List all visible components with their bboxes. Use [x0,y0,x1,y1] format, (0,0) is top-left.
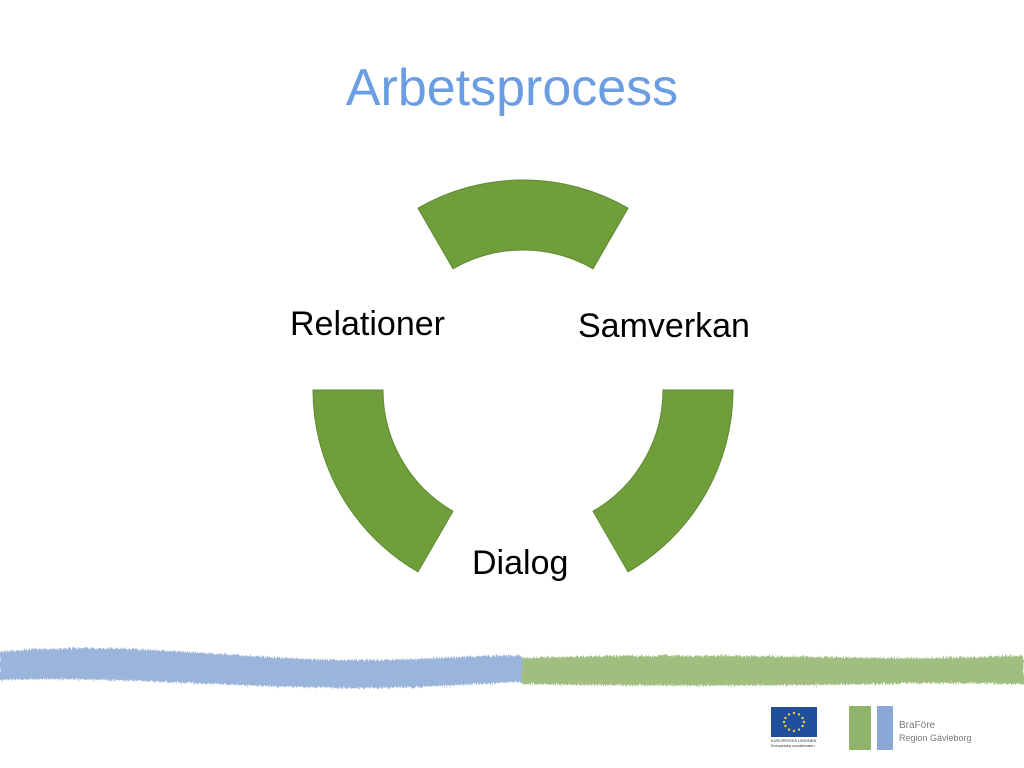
brafore-region: Region Gävleborg [899,733,972,743]
slide-title: Arbetsprocess [345,59,679,117]
cycle-segment-left [312,389,454,573]
step-label-relationer: Relationer [290,305,445,343]
footer-band-blue [0,648,522,688]
footer-brush-band [0,648,1024,688]
brafore-mark-blue [877,706,893,750]
cycle-arcs [312,179,734,573]
brafore-mark-green [849,706,871,750]
step-label-dialog: Dialog [472,544,569,582]
step-label-samverkan: Samverkan [578,307,750,345]
footer-band-green [522,655,1024,686]
brafore-name: BraFöre [899,720,936,731]
eu-logo: EUROPEISKA UNIONEN Europeiska socialfond… [771,707,817,749]
eu-flag-icon [771,707,817,737]
cycle-segment-top [417,179,629,270]
cycle-segment-right [592,389,734,573]
brafore-logo: BraFöre Region Gävleborg [849,704,974,752]
eu-logo-caption: EUROPEISKA UNIONEN Europeiska socialfond… [771,738,817,748]
